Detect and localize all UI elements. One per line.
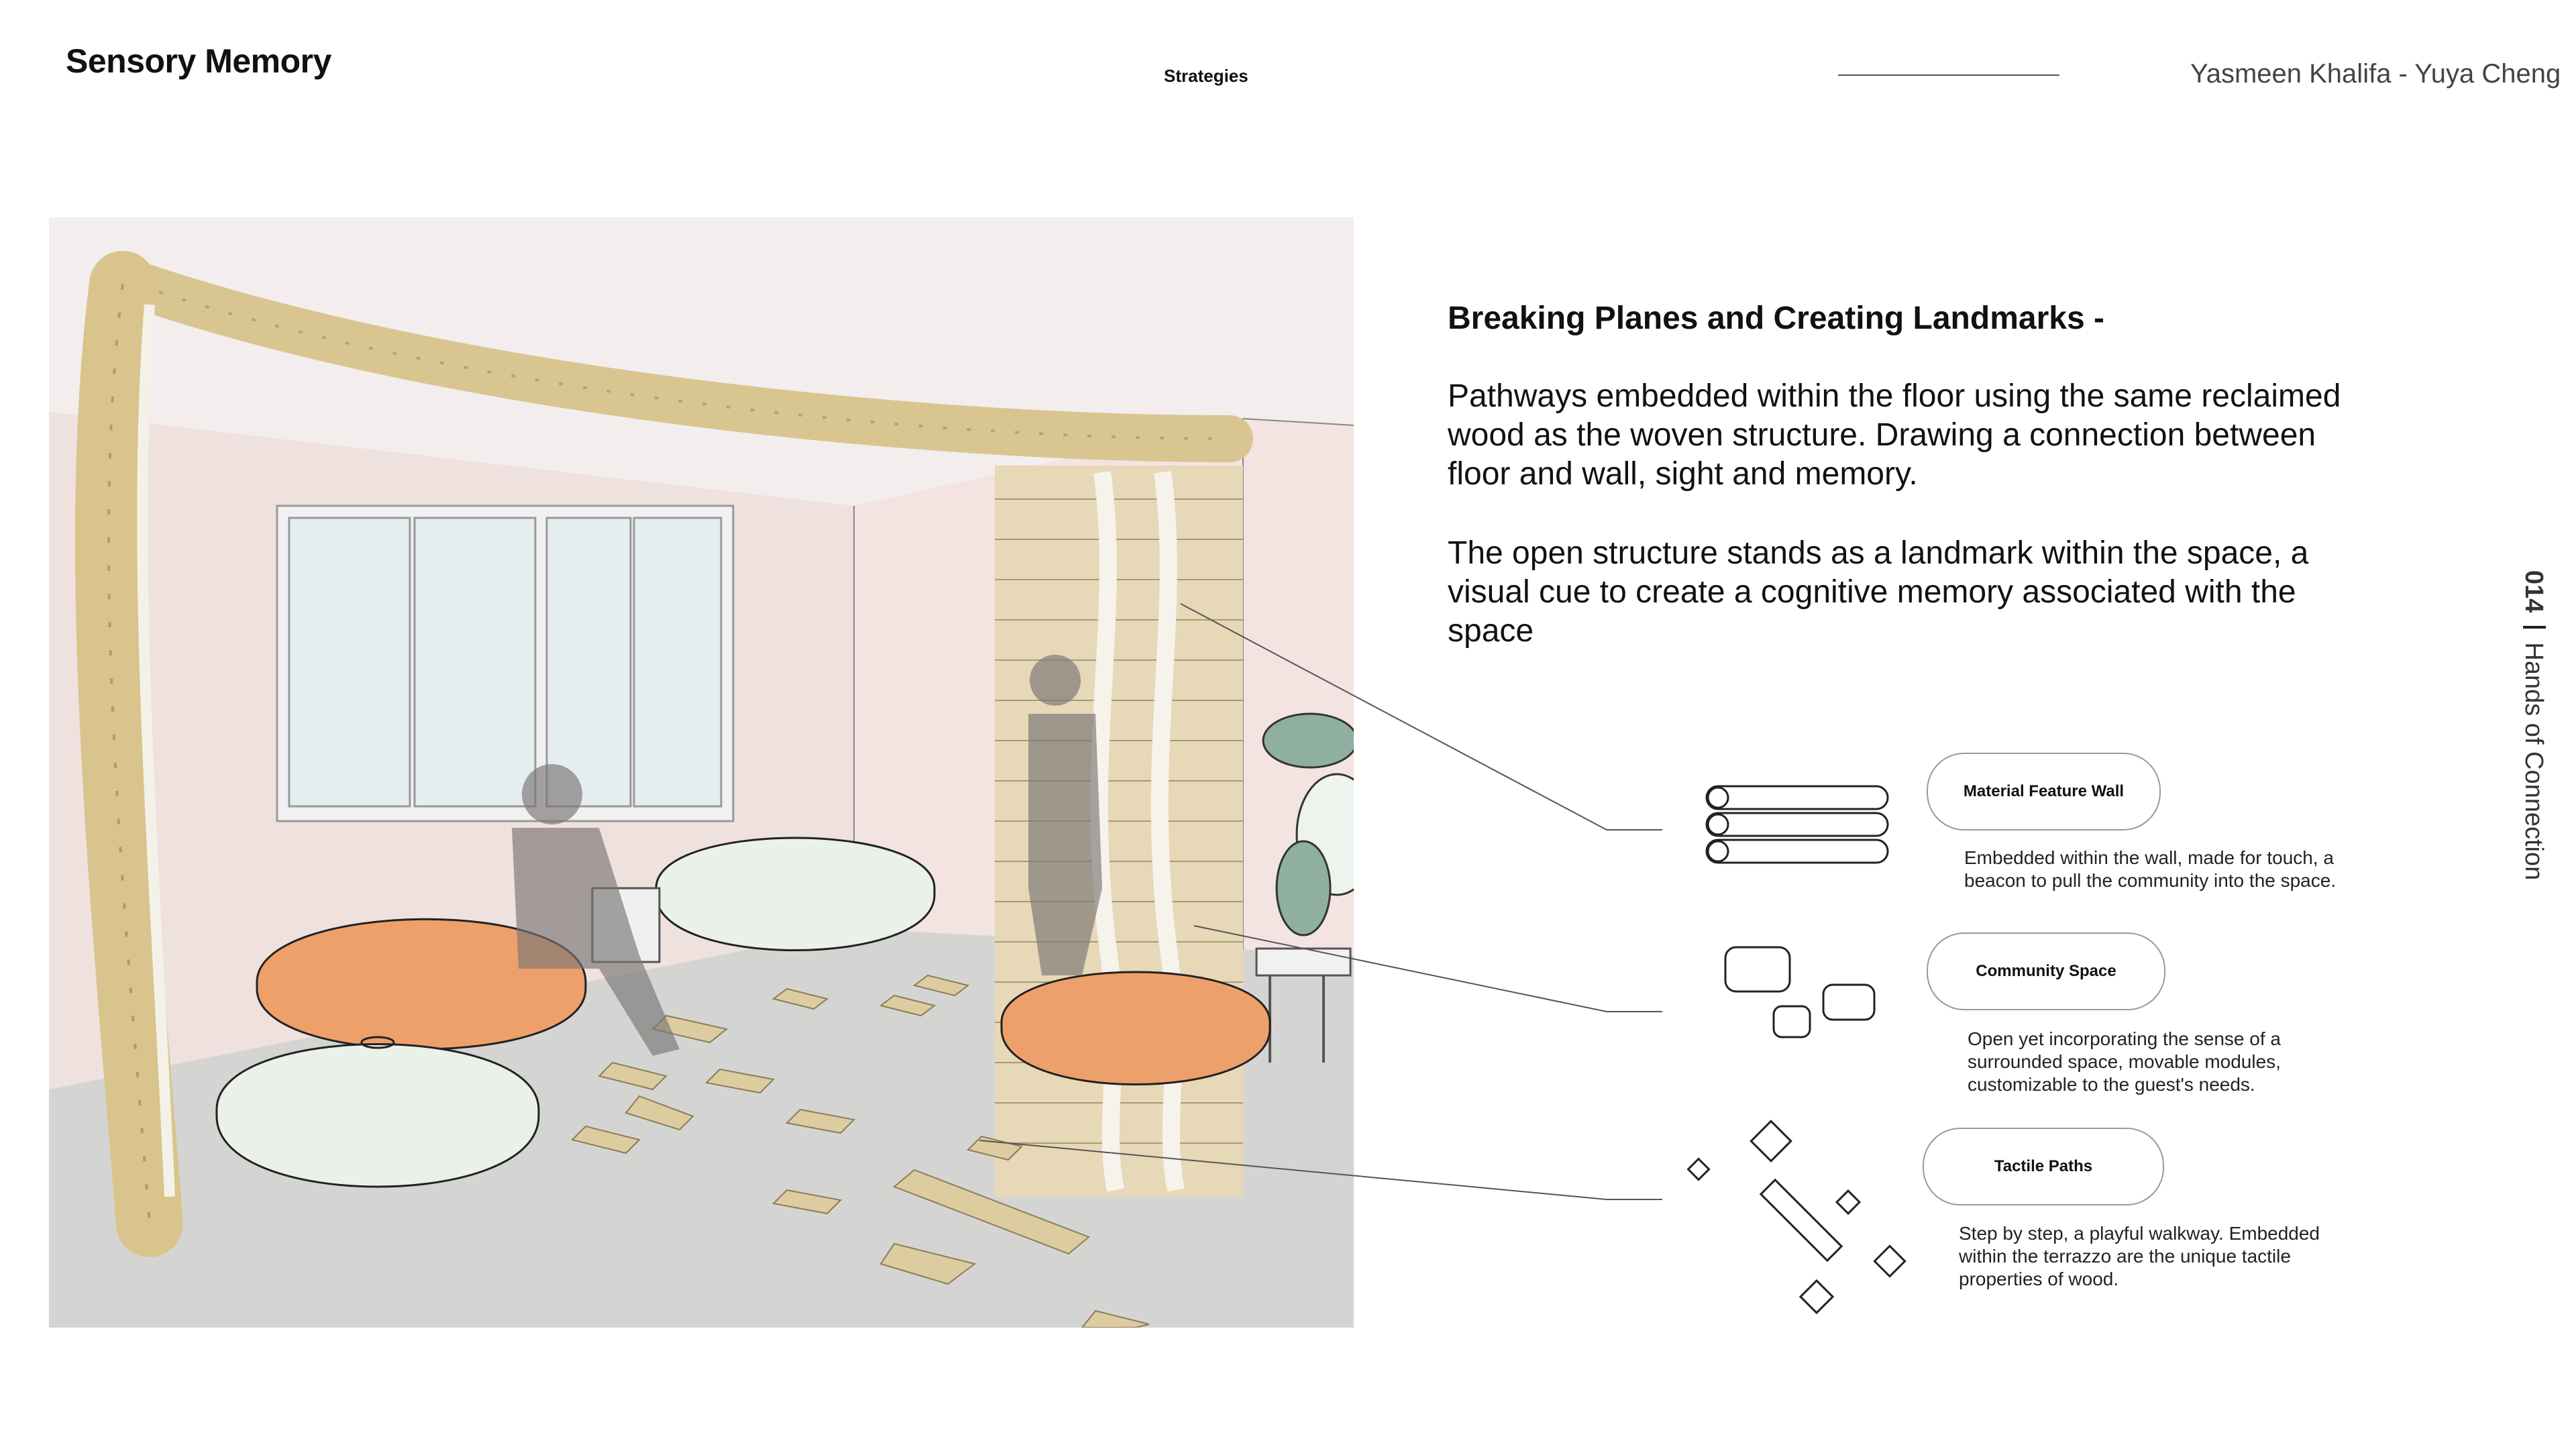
page-title: Sensory Memory [66, 42, 331, 80]
section-heading: Breaking Planes and Creating Landmarks - [1448, 301, 2104, 336]
community-space-label: Community Space [1927, 932, 2165, 1010]
chapter-title: Hands of Connection [2520, 642, 2548, 881]
window [276, 504, 735, 822]
header-divider [1838, 74, 2059, 76]
sidebar-divider [2523, 626, 2546, 629]
community-space-description: Open yet incorporating the sense of a su… [1968, 1028, 2281, 1095]
interior-illustration [49, 217, 1354, 1328]
chapter-sidebar: 014Hands of Connection [2514, 570, 2576, 906]
material-feature-wall-description: Embedded within the wall, made for touch… [1964, 847, 2337, 891]
modules-icon [1724, 946, 1876, 1038]
material-feature-wall-label: Material Feature Wall [1927, 753, 2161, 830]
figure-silhouettes [512, 655, 1102, 1056]
stacked-logs-icon [1705, 785, 1889, 864]
tactile-paths-description: Step by step, a playful walkway. Embedde… [1959, 1223, 2320, 1289]
tactile-paths-label: Tactile Paths [1923, 1128, 2164, 1205]
body-paragraph-2: The open structure stands as a landmark … [1448, 535, 2309, 649]
scattered-tiles-icon [1687, 1120, 1907, 1315]
section-label: Strategies [1164, 66, 1248, 86]
seats [215, 837, 1271, 1188]
body-paragraph-1: Pathways embedded within the floor using… [1448, 378, 2341, 492]
page-number: 014 [2520, 570, 2548, 613]
log-canopy [75, 251, 1253, 1257]
authors: Yasmeen Khalifa - Yuya Cheng [2190, 59, 2561, 89]
